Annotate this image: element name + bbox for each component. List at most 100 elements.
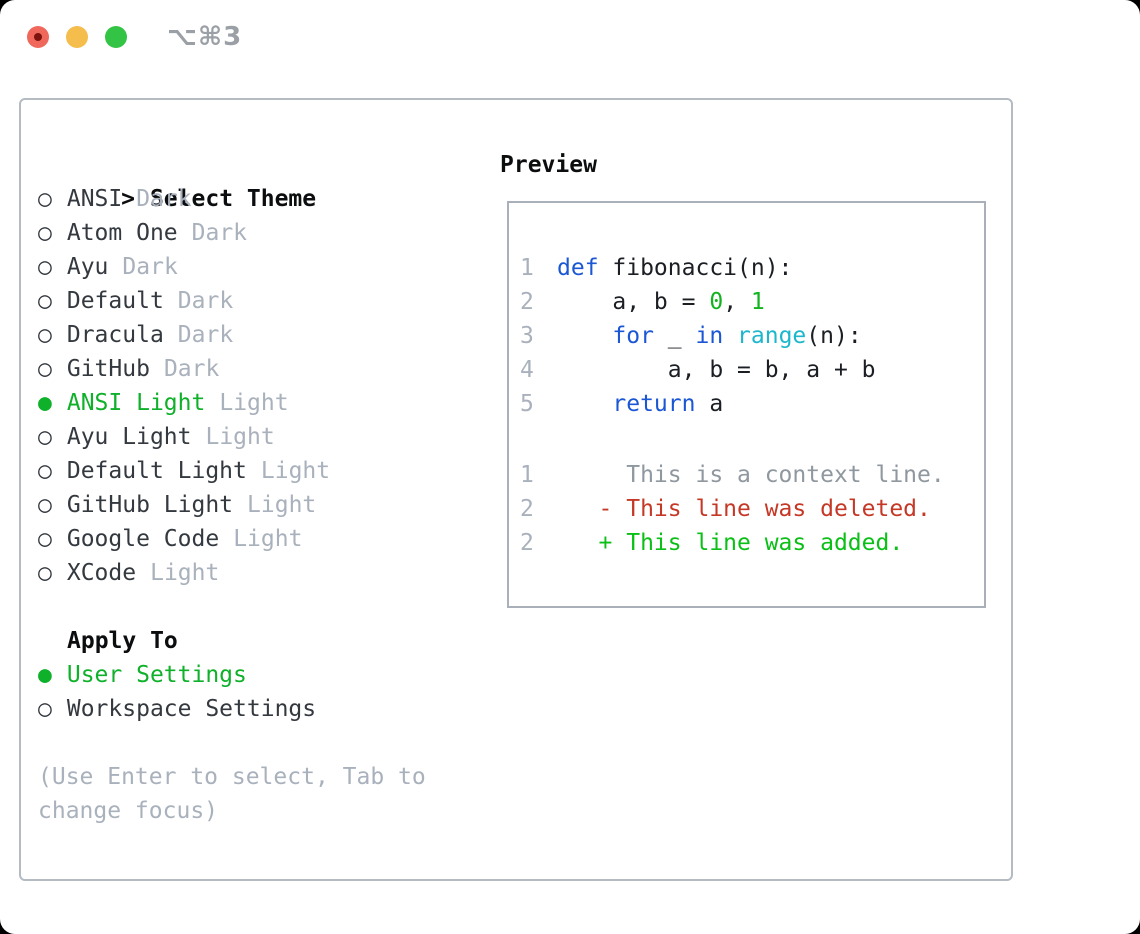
code-segment: , bbox=[723, 289, 751, 315]
zoom-button[interactable] bbox=[105, 26, 127, 48]
code-line: 3 for _ in range(n): bbox=[520, 319, 876, 353]
variant-tag: Dark bbox=[163, 356, 220, 382]
code-line: 4 a, b = b, a + b bbox=[520, 353, 876, 387]
code-line: 2 a, b = 0, 1 bbox=[520, 285, 876, 319]
option-label: Workspace Settings bbox=[66, 696, 317, 722]
code-segment bbox=[557, 391, 612, 417]
keyboard-hint: (Use Enter to select, Tab to change focus… bbox=[38, 760, 426, 828]
selected-radio-icon: ● bbox=[38, 662, 52, 688]
variant-tag: Light bbox=[150, 560, 220, 586]
apply-option-workspace-settings[interactable]: ○ Workspace Settings bbox=[38, 692, 316, 726]
option-label: Atom One bbox=[66, 220, 178, 246]
variant-tag: Light bbox=[233, 526, 303, 552]
code-segment: _ bbox=[653, 323, 696, 349]
code-segment: return bbox=[612, 391, 696, 417]
traffic-lights bbox=[27, 26, 127, 48]
line-number: 5 bbox=[520, 391, 534, 417]
theme-list-title: Select Theme bbox=[149, 186, 317, 212]
cursor-icon: > bbox=[121, 186, 135, 212]
code-segment: This is a context line. bbox=[557, 462, 945, 488]
line-number: 4 bbox=[520, 357, 534, 383]
line-number: 1 bbox=[520, 462, 534, 488]
option-label: ANSI bbox=[66, 186, 123, 212]
variant-tag: Dark bbox=[177, 288, 234, 314]
radio-icon: ○ bbox=[38, 458, 52, 484]
selected-radio-icon: ● bbox=[38, 390, 52, 416]
line-number: 2 bbox=[520, 496, 534, 522]
diff-line: 2 - This line was deleted. bbox=[520, 492, 945, 526]
variant-tag: Dark bbox=[136, 186, 192, 212]
radio-icon: ○ bbox=[38, 288, 52, 314]
theme-option-default-light[interactable]: ○ Default Light Light bbox=[38, 454, 330, 488]
window-title: ⌥⌘3 bbox=[167, 22, 243, 52]
code-segment: 1 bbox=[750, 289, 765, 315]
main-panel bbox=[19, 98, 1013, 881]
radio-icon: ○ bbox=[38, 220, 52, 246]
apply-to-header: Apply To bbox=[67, 628, 178, 654]
variant-tag: Light bbox=[205, 424, 275, 450]
theme-option-xcode[interactable]: ○ XCode Light bbox=[38, 556, 330, 590]
apply-option-user-settings[interactable]: ● User Settings bbox=[38, 658, 316, 692]
variant-tag: Dark bbox=[122, 254, 178, 280]
variant-tag: Light bbox=[219, 390, 289, 416]
preview-box bbox=[507, 201, 986, 608]
theme-option-ayu-light[interactable]: ○ Ayu Light Light bbox=[38, 420, 330, 454]
theme-option-google-code[interactable]: ○ Google Code Light bbox=[38, 522, 330, 556]
code-segment: - This line was deleted. bbox=[557, 496, 931, 522]
radio-icon: ○ bbox=[38, 254, 52, 280]
close-button[interactable] bbox=[27, 26, 49, 48]
line-number: 2 bbox=[520, 289, 534, 315]
code-segment: for bbox=[612, 323, 654, 349]
hint-line: change focus) bbox=[38, 798, 219, 824]
option-label: Default Light bbox=[66, 458, 247, 484]
diff-line: 2 + This line was added. bbox=[520, 526, 945, 560]
code-segment: a bbox=[695, 391, 724, 417]
code-segment: a, b = bbox=[557, 289, 710, 315]
code-segment: in bbox=[695, 323, 724, 349]
theme-option-ayu[interactable]: ○ Ayu Dark bbox=[38, 250, 330, 284]
radio-icon: ○ bbox=[38, 186, 52, 212]
option-label: Dracula bbox=[66, 322, 164, 348]
theme-option-github-light[interactable]: ○ GitHub Light Light bbox=[38, 488, 330, 522]
option-label: GitHub Light bbox=[66, 492, 234, 518]
variant-tag: Light bbox=[260, 458, 331, 484]
radio-icon: ○ bbox=[38, 526, 52, 552]
radio-icon: ○ bbox=[38, 424, 52, 450]
line-number: 2 bbox=[520, 530, 534, 556]
radio-icon: ○ bbox=[38, 492, 52, 518]
line-number: 3 bbox=[520, 323, 534, 349]
minimize-button[interactable] bbox=[66, 26, 88, 48]
apply-to-section: Apply To ● User Settings ○ Workspace Settin… bbox=[38, 624, 316, 726]
variant-tag: Dark bbox=[177, 322, 234, 348]
code-segment bbox=[557, 323, 612, 349]
code-segment: def bbox=[557, 255, 599, 281]
titlebar: ⌥⌘3 bbox=[0, 0, 1140, 74]
option-label: Google Code bbox=[66, 526, 220, 552]
code-segment: + This line was added. bbox=[557, 530, 904, 556]
radio-icon: ○ bbox=[38, 356, 52, 382]
option-label: XCode bbox=[66, 560, 137, 586]
radio-icon: ○ bbox=[38, 560, 52, 586]
option-label: User Settings bbox=[66, 662, 247, 688]
code-segment: 0 bbox=[709, 289, 724, 315]
code-segment: a, b = b, a + b bbox=[557, 357, 876, 383]
option-label: Ayu Light bbox=[66, 424, 192, 450]
code-segment: fibonacci(n): bbox=[598, 255, 793, 281]
close-dot-icon bbox=[34, 33, 42, 41]
radio-icon: ○ bbox=[38, 696, 52, 722]
code-line: 5 return a bbox=[520, 387, 876, 421]
theme-option-ansi[interactable]: ○ ANSI Dark bbox=[38, 182, 330, 216]
variant-tag: Light bbox=[247, 492, 317, 518]
theme-list-header: > Select Theme bbox=[38, 148, 330, 212]
hint-line: (Use Enter to select, Tab to bbox=[38, 764, 426, 790]
option-label: Ayu bbox=[66, 254, 109, 280]
